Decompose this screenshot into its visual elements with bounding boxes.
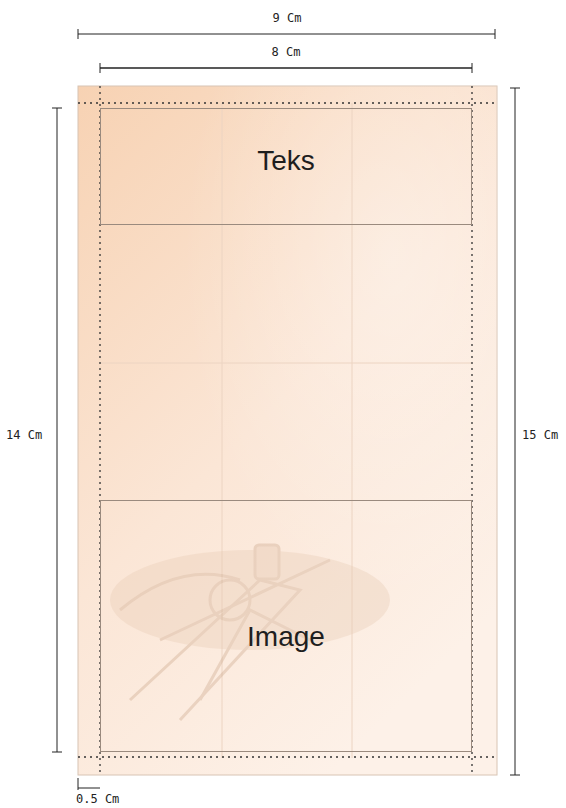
dimension-label: 0.5 Cm — [76, 792, 119, 806]
text-area-box: Teks — [100, 108, 472, 225]
safe-margin-lines — [78, 86, 497, 775]
image-area-box: Image — [100, 500, 472, 752]
faded-illustration — [110, 545, 390, 720]
area-label: Teks — [257, 145, 315, 177]
dimension-label: 9 Cm — [273, 11, 302, 25]
dimension-lines — [52, 29, 520, 790]
dimension-label: 15 Cm — [522, 428, 558, 442]
area-label: Image — [247, 621, 325, 653]
card-background — [78, 86, 497, 775]
dimension-label: 8 Cm — [272, 45, 301, 59]
faint-grid — [100, 103, 472, 758]
dimension-label: 14 Cm — [6, 428, 42, 442]
card-glow — [78, 86, 497, 775]
